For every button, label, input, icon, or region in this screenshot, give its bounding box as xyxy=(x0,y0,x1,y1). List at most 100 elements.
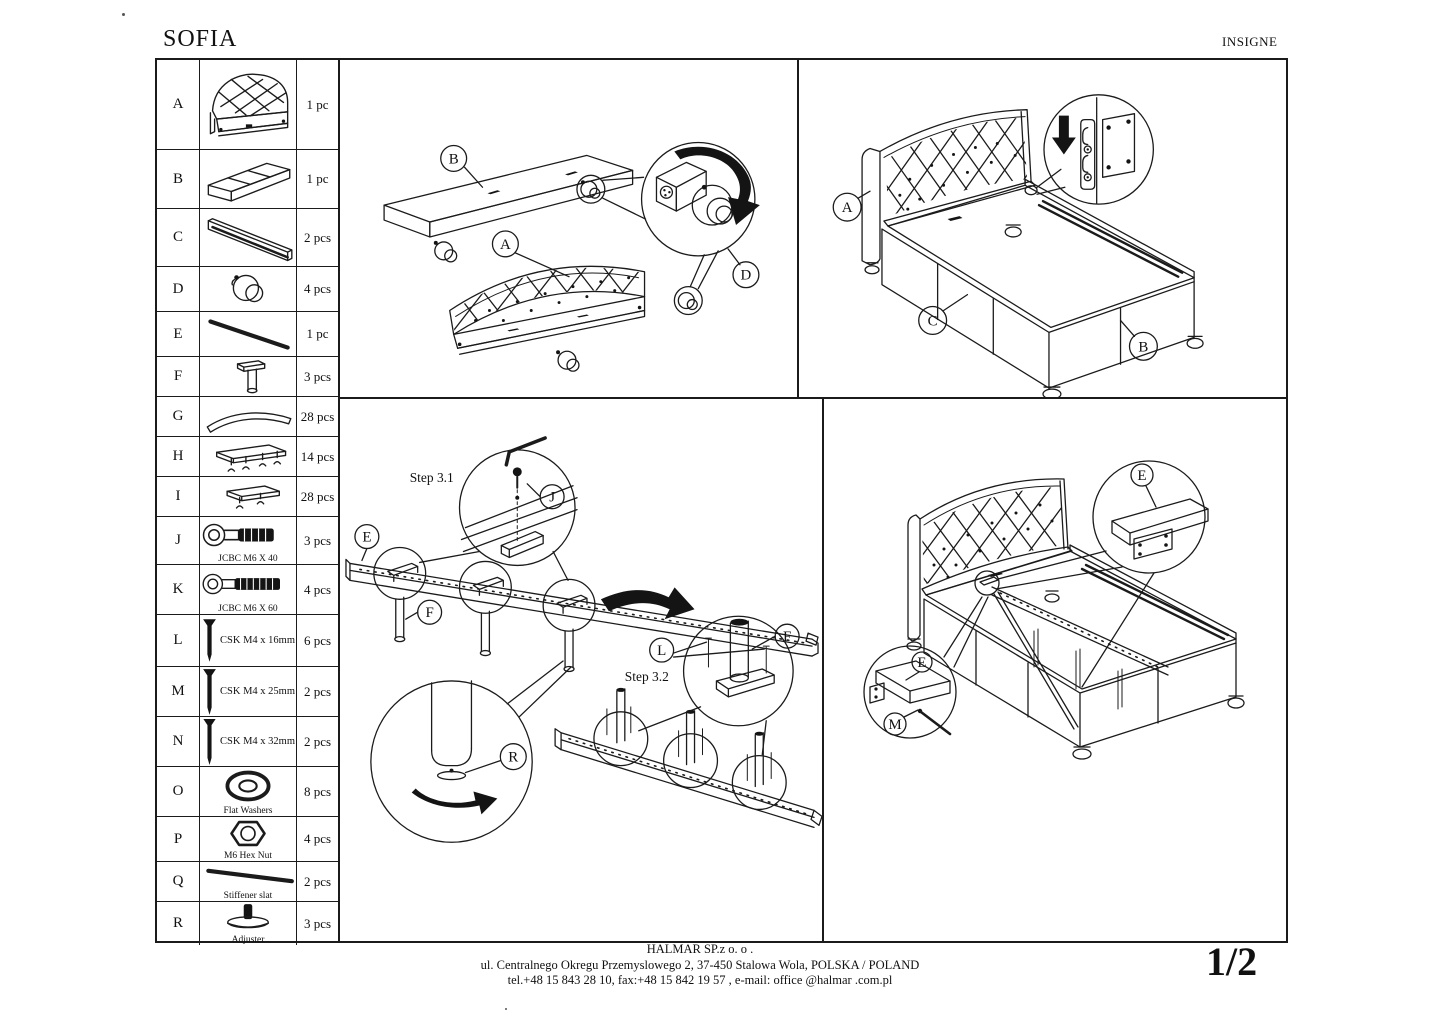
part-icon-center-rail xyxy=(200,312,297,356)
part-qty: 28 pcs xyxy=(300,488,335,504)
part-qty: 4 pcs xyxy=(303,281,332,296)
table-row: K JCBC M6 X 60 4 pcs xyxy=(157,565,338,615)
part-caption: Adjuster xyxy=(231,935,265,945)
table-row: P M6 Hex Nut 4 pcs xyxy=(157,817,338,862)
part-id: D xyxy=(157,267,200,311)
label-circle-f: F xyxy=(405,599,443,625)
part-icon-side-rail xyxy=(200,209,297,266)
part-id: N xyxy=(157,717,200,766)
part-qty: 4 pcs xyxy=(303,581,332,597)
table-row: D 4 pcs xyxy=(157,267,338,312)
part-icon-slat-holder-double xyxy=(200,437,297,476)
step32-label: Step 3.2 xyxy=(625,669,669,684)
part-id: F xyxy=(157,357,200,396)
part-icon-bolt-m6x40: JCBC M6 X 40 xyxy=(200,517,297,564)
table-row: B 1 pc xyxy=(157,150,338,209)
footer-company: HALMAR SP.z o. o . xyxy=(646,942,754,956)
part-id: A xyxy=(157,60,200,149)
part-qty: 3 pcs xyxy=(303,368,332,384)
brand-name: INSIGNE xyxy=(1222,34,1278,49)
part-qty: 1 pc xyxy=(306,96,329,112)
part-id: P xyxy=(157,817,200,861)
part-id: C xyxy=(157,209,200,266)
part-icon-footboard xyxy=(200,150,297,208)
part-icon-adjuster: Adjuster xyxy=(200,902,297,945)
step2-diagram: A C B xyxy=(799,60,1288,399)
step3-diagram: Step 3.1 J E xyxy=(340,399,824,941)
part-qty: 14 pcs xyxy=(300,448,335,464)
svg-text:A: A xyxy=(500,237,511,253)
parts-table: A 1 pc xyxy=(157,60,340,945)
svg-text:B: B xyxy=(1138,339,1148,355)
part-id: M xyxy=(157,667,200,716)
product-title: SOFIA xyxy=(163,26,238,52)
part-qty: 2 pcs xyxy=(303,683,332,699)
label-circle-r: R xyxy=(464,743,527,774)
svg-text:D: D xyxy=(741,268,752,284)
footer-address: ul. Centralnego Okregu Przemyslowego 2, … xyxy=(480,957,920,972)
label-circle-l: L xyxy=(649,637,765,663)
part-caption: CSK M4 x 32mm xyxy=(220,735,295,747)
svg-text:A: A xyxy=(842,200,853,216)
part-qty: 6 pcs xyxy=(303,632,332,648)
part-id: O xyxy=(157,767,200,816)
table-row: F 3 pcs xyxy=(157,357,338,397)
part-caption: JCBC M6 X 40 xyxy=(218,554,278,564)
part-id: Q xyxy=(157,862,200,901)
table-row: C 2 pcs xyxy=(157,209,338,267)
svg-text:R: R xyxy=(508,750,518,766)
svg-text:E: E xyxy=(362,530,371,546)
svg-text:L: L xyxy=(657,643,666,659)
part-icon-slat-holder-single xyxy=(200,477,297,516)
part-icon-leg xyxy=(200,357,297,396)
part-id: H xyxy=(157,437,200,476)
part-icon-caster xyxy=(200,267,297,311)
svg-text:F: F xyxy=(783,629,791,645)
part-caption: M6 Hex Nut xyxy=(223,851,273,861)
svg-text:F: F xyxy=(425,605,433,621)
svg-text:M: M xyxy=(888,717,901,733)
part-id: B xyxy=(157,150,200,208)
step1-diagram: B xyxy=(340,60,799,399)
part-icon-washer: Flat Washers xyxy=(200,767,297,816)
part-icon-slat xyxy=(200,397,297,436)
svg-text:C: C xyxy=(928,313,938,329)
part-caption: Flat Washers xyxy=(223,806,273,816)
label-circle-m: M xyxy=(883,709,919,736)
part-id: R xyxy=(157,902,200,945)
part-qty: 28 pcs xyxy=(300,408,335,424)
table-row: E 1 pc xyxy=(157,312,338,357)
label-circle-d: D xyxy=(727,248,760,289)
part-icon-stiffener-slat: Stiffener slat xyxy=(200,862,297,901)
part-caption: JCBC M6 X 60 xyxy=(218,604,278,614)
svg-text:E: E xyxy=(1137,468,1146,484)
table-row: I 28 pcs xyxy=(157,477,338,517)
print-speck xyxy=(505,1008,507,1010)
label-circle-e: E xyxy=(354,523,380,562)
table-row: O Flat Washers 8 pcs xyxy=(157,767,338,817)
part-icon-screw-32: CSK M4 x 32mm xyxy=(200,717,297,766)
part-id: I xyxy=(157,477,200,516)
footer-contact: tel.+48 15 843 28 10, fax:+48 15 842 19 … xyxy=(507,973,893,987)
table-row: G 28 pcs xyxy=(157,397,338,437)
part-qty: 3 pcs xyxy=(303,915,332,931)
diagram-frame: A 1 pc xyxy=(155,58,1288,945)
part-qty: 2 pcs xyxy=(303,229,332,245)
label-circle-a: A xyxy=(491,230,570,278)
footer: HALMAR SP.z o. o . ul. Centralnego Okreg… xyxy=(155,942,1245,989)
part-qty: 2 pcs xyxy=(303,733,332,749)
step31-label: Step 3.1 xyxy=(410,470,454,485)
part-icon-bolt-m6x60: JCBC M6 X 60 xyxy=(200,565,297,614)
label-circle-f2: F xyxy=(751,623,800,650)
table-row: M CSK M4 x 25mm 2 pcs xyxy=(157,667,338,717)
part-id: G xyxy=(157,397,200,436)
step4-drawing: E E xyxy=(863,460,1245,760)
label-circle-b: B xyxy=(440,144,484,188)
print-speck xyxy=(122,13,125,16)
part-icon-screw-16: CSK M4 x 16mm xyxy=(200,615,297,666)
step1-drawing: B xyxy=(383,141,760,372)
step2-drawing: A C B xyxy=(832,94,1204,397)
label-circle-c: C xyxy=(918,293,969,336)
part-caption: CSK M4 x 25mm xyxy=(220,685,295,697)
